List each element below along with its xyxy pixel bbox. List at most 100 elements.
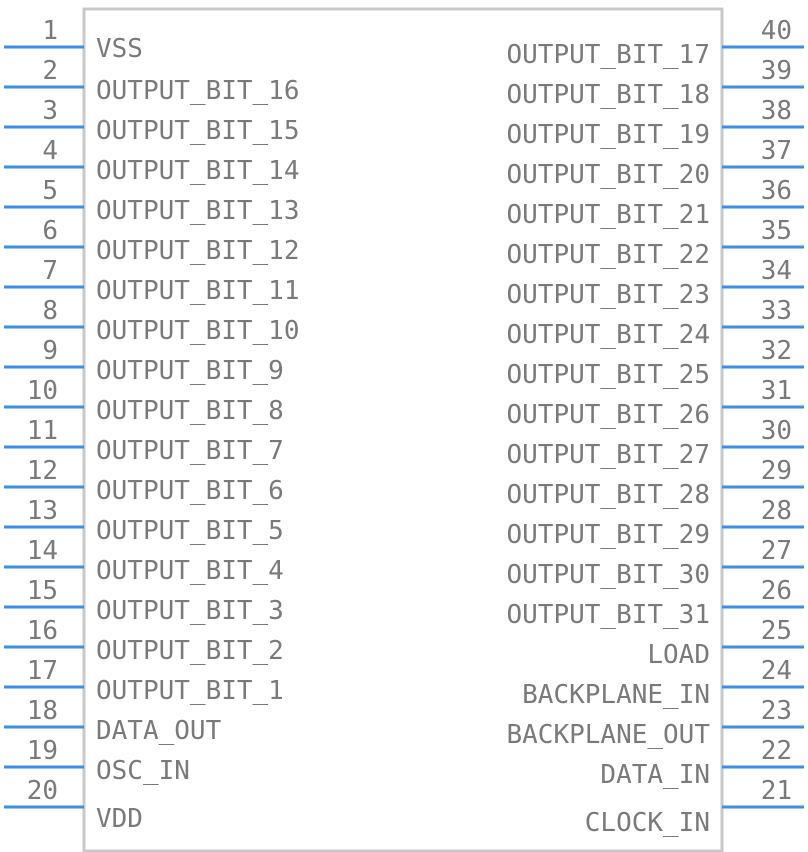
pin-number: 33 <box>761 296 792 326</box>
left-pin-column: 1VSS2OUTPUT_BIT_163OUTPUT_BIT_154OUTPUT_… <box>4 16 300 834</box>
pin-number: 22 <box>761 736 792 766</box>
pin-name: OUTPUT_BIT_7 <box>96 436 284 466</box>
pin-name: OUTPUT_BIT_8 <box>96 396 284 426</box>
pin-number: 23 <box>761 696 792 726</box>
pin-name: CLOCK_IN <box>585 808 710 838</box>
pin-name: OUTPUT_BIT_10 <box>96 316 300 346</box>
pin-number: 5 <box>42 176 58 206</box>
pin-number: 19 <box>27 736 58 766</box>
pin-number: 27 <box>761 536 792 566</box>
pin-name: OUTPUT_BIT_20 <box>507 160 711 190</box>
pin-number: 25 <box>761 616 792 646</box>
pin-number: 34 <box>761 256 792 286</box>
pin-name: OUTPUT_BIT_17 <box>507 40 711 70</box>
pin-number: 38 <box>761 96 792 126</box>
pin-name: OUTPUT_BIT_22 <box>507 240 711 270</box>
pin-name: OUTPUT_BIT_24 <box>507 320 711 350</box>
pin-name: OUTPUT_BIT_23 <box>507 280 711 310</box>
pin-name: OUTPUT_BIT_12 <box>96 236 300 266</box>
pin-number: 18 <box>27 696 58 726</box>
pin-number: 12 <box>27 456 58 486</box>
pin-name: OUTPUT_BIT_14 <box>96 156 300 186</box>
pin-name: LOAD <box>647 640 710 670</box>
pin-name: OUTPUT_BIT_1 <box>96 676 284 706</box>
pin-number: 26 <box>761 576 792 606</box>
pin-name: BACKPLANE_IN <box>522 680 710 710</box>
pin-number: 2 <box>42 56 58 86</box>
pin-name: OUTPUT_BIT_16 <box>96 76 300 106</box>
pin-name: OUTPUT_BIT_2 <box>96 636 284 666</box>
pin-name: OUTPUT_BIT_29 <box>507 520 711 550</box>
pin-name: OUTPUT_BIT_27 <box>507 440 711 470</box>
pin-name: DATA_IN <box>600 760 710 790</box>
pin-number: 20 <box>27 776 58 806</box>
pin-number: 7 <box>42 256 58 286</box>
pin-number: 10 <box>27 376 58 406</box>
pin-number: 35 <box>761 216 792 246</box>
right-pin-column: 40OUTPUT_BIT_1739OUTPUT_BIT_1838OUTPUT_B… <box>507 16 804 838</box>
pin-number: 31 <box>761 376 792 406</box>
pin-name: OUTPUT_BIT_30 <box>507 560 711 590</box>
pin-number: 37 <box>761 136 792 166</box>
pin-name: OUTPUT_BIT_18 <box>507 80 711 110</box>
pin-number: 9 <box>42 336 58 366</box>
pin-number: 28 <box>761 496 792 526</box>
pin-number: 8 <box>42 296 58 326</box>
pin-number: 11 <box>27 416 58 446</box>
pin-name: OUTPUT_BIT_21 <box>507 200 711 230</box>
pin-number: 17 <box>27 656 58 686</box>
pin-name: OUTPUT_BIT_13 <box>96 196 300 226</box>
ic-body-outline <box>82 7 724 852</box>
pin-number: 15 <box>27 576 58 606</box>
pin-number: 30 <box>761 416 792 446</box>
pin-name: OUTPUT_BIT_11 <box>96 276 300 306</box>
pin-name: VSS <box>96 34 143 64</box>
pin-name: OSC_IN <box>96 756 190 786</box>
pin-number: 32 <box>761 336 792 366</box>
pin-number: 21 <box>761 776 792 806</box>
pin-name: DATA_OUT <box>96 716 222 746</box>
pin-name: OUTPUT_BIT_4 <box>96 556 284 586</box>
pin-name: OUTPUT_BIT_25 <box>507 360 711 390</box>
pin-number: 14 <box>27 536 58 566</box>
pin-name: OUTPUT_BIT_5 <box>96 516 284 546</box>
pin-number: 16 <box>27 616 58 646</box>
pin-name: VDD <box>96 804 143 834</box>
pin-number: 40 <box>761 16 792 46</box>
pin-name: BACKPLANE_OUT <box>507 720 711 750</box>
pin-name: OUTPUT_BIT_9 <box>96 356 284 386</box>
pin-number: 36 <box>761 176 792 206</box>
pin-number: 6 <box>42 216 58 246</box>
